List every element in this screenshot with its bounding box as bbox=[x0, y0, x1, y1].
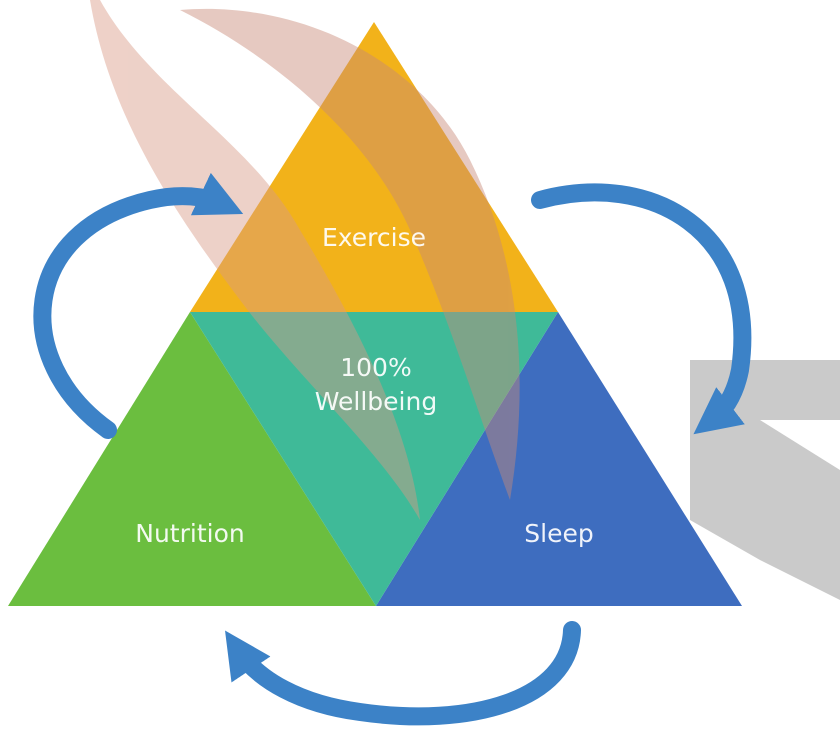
watermark-swoosh bbox=[90, 0, 520, 520]
label-wellbeing: Wellbeing bbox=[315, 387, 437, 416]
label-exercise: Exercise bbox=[322, 223, 426, 252]
arrow-bottom bbox=[225, 621, 581, 726]
triangle-exercise bbox=[190, 22, 558, 312]
triangle-nutrition bbox=[8, 312, 376, 606]
label-wellbeing-percent: 100% bbox=[340, 353, 411, 382]
label-sleep: Sleep bbox=[524, 519, 593, 548]
triangle-wellbeing-center bbox=[190, 312, 558, 606]
arrow-right bbox=[531, 183, 752, 435]
triangle-sleep bbox=[376, 312, 742, 606]
label-nutrition: Nutrition bbox=[135, 519, 244, 548]
arrow-left bbox=[33, 172, 244, 439]
